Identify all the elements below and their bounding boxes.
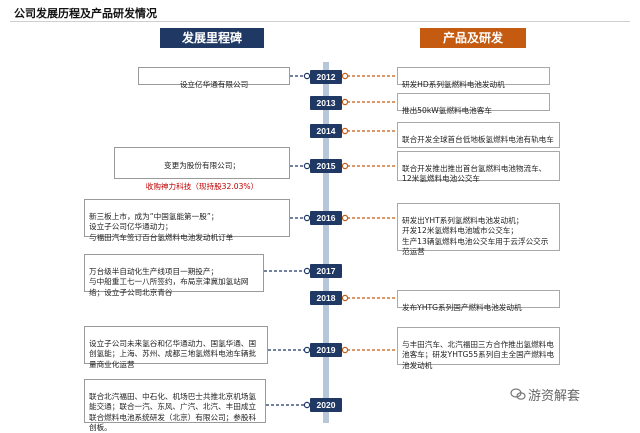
watermark-text: 游资解套 (528, 389, 581, 404)
connector-layer (264, 72, 397, 409)
product-box-2015: 联合开发推出推出首台氢燃料电池物流车、12米氢燃料电池公交车 (397, 151, 560, 184)
product-text-2014: 联合开发全球首台低地板氢燃料电池有轨电车 (402, 135, 554, 145)
product-box-2013: 推出50kW氢燃料电池客车 (397, 93, 550, 115)
product-text-2019: 与丰田汽车、北汽福田三方合作推出氢燃料电池客车；研发YHTG55系列自主全国产燃… (402, 340, 555, 370)
product-box-2014: 联合开发全球首台低地板氢燃料电池有轨电车 (397, 122, 560, 148)
milestone-text-2015: 变更为股份有限公司； (164, 161, 240, 171)
left-connector-2017-dot (303, 267, 311, 275)
milestone-box-2016: 新三板上市，成为“中国氢能第一股”； 设立子公司亿华通动力； 与福田汽车签订百台… (84, 199, 290, 242)
milestone-highlight-2015: 收购神力科技（现持股32.03%） (145, 181, 259, 191)
milestone-box-2019: 设立子公司未来氢谷和亿华通动力、国氢华通、国创氢能；上海、苏州、成都三地氢燃料电… (84, 326, 268, 369)
year-badge-2015: 2015 (310, 159, 342, 173)
milestones-header: 发展里程碑 (160, 28, 264, 48)
milestone-text-2019: 设立子公司未来氢谷和亿华通动力、国氢华通、国创氢能；上海、苏州、成都三地氢燃料电… (89, 339, 257, 369)
product-text-2018: 发布YHTG系列国产燃料电池发动机 (402, 303, 522, 313)
product-box-2012: 研发HD系列氢燃料电池发动机 (397, 67, 550, 89)
left-connector-2015-dot (303, 162, 311, 170)
year-badge-2018: 2018 (310, 291, 342, 305)
year-badge-2013: 2013 (310, 96, 342, 110)
left-connector-2016-dot (303, 214, 311, 222)
right-connector-2013-dot (341, 98, 349, 106)
milestone-box-2012: 设立亿华通有限公司 (138, 67, 290, 89)
year-badge-2016: 2016 (310, 211, 342, 225)
product-text-2013: 推出50kW氢燃料电池客车 (402, 106, 492, 116)
milestone-text-2016: 新三板上市，成为“中国氢能第一股”； 设立子公司亿华通动力； 与福田汽车签订百台… (89, 212, 234, 242)
product-text-2015: 联合开发推出推出首台氢燃料电池物流车、12米氢燃料电池公交车 (402, 164, 547, 184)
title-divider (10, 21, 630, 22)
product-box-2018: 发布YHTG系列国产燃料电池发动机 (397, 290, 560, 312)
year-badge-2012: 2012 (310, 70, 342, 84)
year-badge-2014: 2014 (310, 124, 342, 138)
product-text-2016: 研发出YHT系列氢燃料电池发动机； 开发12米氢燃料电池城市公交车； 生产13辆… (402, 216, 549, 256)
right-connector-2015-dot (341, 162, 349, 170)
right-connector-2016-dot (341, 214, 349, 222)
products-header: 产品及研发 (420, 28, 526, 48)
left-connector-2020-dot (303, 401, 311, 409)
milestone-box-2020: 联合北汽福田、中石化、机场巴士共推北京机场氢能交通；联合一汽、东风、广汽、北汽、… (84, 379, 266, 432)
year-badge-2020: 2020 (310, 398, 342, 412)
right-connector-2012-dot (341, 72, 349, 80)
right-connector-2018-dot (341, 294, 349, 302)
left-connector-2019-dot (303, 346, 311, 354)
milestone-text-2017: 万台级半自动化生产线项目一期投产； 与中船重工七一八所签约，布局京津冀加氢站网络… (89, 267, 249, 297)
milestone-box-2017: 万台级半自动化生产线项目一期投产； 与中船重工七一八所签约，布局京津冀加氢站网络… (84, 254, 264, 297)
product-box-2016: 研发出YHT系列氢燃料电池发动机； 开发12米氢燃料电池城市公交车； 生产13辆… (397, 203, 560, 256)
left-connector-2012-dot (303, 72, 311, 80)
right-connector-2014-dot (341, 127, 349, 135)
product-text-2012: 研发HD系列氢燃料电池发动机 (402, 80, 505, 90)
chat-bubble-icon (510, 388, 526, 400)
milestone-text-2012: 设立亿华通有限公司 (179, 80, 249, 90)
year-badge-2017: 2017 (310, 264, 342, 278)
product-box-2019: 与丰田汽车、北汽福田三方合作推出氢燃料电池客车；研发YHTG55系列自主全国产燃… (397, 327, 560, 370)
year-badge-2019: 2019 (310, 343, 342, 357)
timeline-spine (323, 62, 329, 423)
right-connector-2019-dot (341, 346, 349, 354)
page-title: 公司发展历程及产品研发情况 (14, 7, 157, 20)
milestone-box-2015: 变更为股份有限公司； 收购神力科技（现持股32.03%） (114, 147, 290, 191)
milestone-text-2020: 联合北汽福田、中石化、机场巴士共推北京机场氢能交通；联合一汽、东风、广汽、北汽、… (89, 392, 257, 432)
